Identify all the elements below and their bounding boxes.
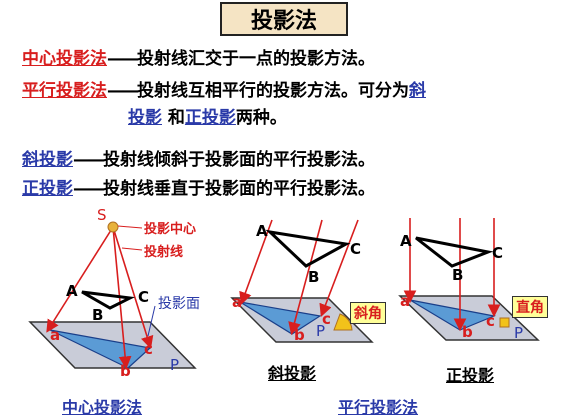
- label-P3: P: [514, 324, 524, 342]
- object-triangle-2: [265, 229, 351, 268]
- leader-ray: [121, 247, 143, 251]
- label-a3: a: [400, 292, 411, 310]
- dash: ——: [107, 49, 139, 69]
- ray-a-2: [239, 219, 273, 306]
- label-c1: c: [144, 340, 153, 358]
- def-parallel-cont: 投影 和正投影两种。: [128, 103, 287, 128]
- page-title: 投影法: [220, 2, 348, 36]
- ray-a-1: [46, 226, 114, 333]
- def-ortho: 正投影——投射线垂直于投影面的平行投影法。: [22, 174, 375, 199]
- label-b1: b: [120, 362, 131, 380]
- dash: ——: [107, 81, 139, 101]
- link-oblique-1[interactable]: 斜: [409, 81, 426, 101]
- label-c3: c: [486, 312, 495, 330]
- leader-center: [117, 225, 143, 229]
- label-B1: B: [92, 306, 104, 324]
- label-b3: b: [462, 323, 473, 341]
- dash: ——: [73, 179, 105, 199]
- and-text: 和: [162, 108, 185, 128]
- desc-oblique: 投射线倾斜于投影面的平行投影法。: [103, 150, 375, 170]
- projection-center-dot: [107, 221, 119, 233]
- caption-oblique: 斜投影: [268, 364, 317, 383]
- object-triangle-3: [415, 236, 494, 268]
- label-P2: P: [316, 322, 326, 340]
- fig-central: [28, 221, 197, 370]
- label-right-angle: 直角: [512, 296, 548, 318]
- caption-ortho: 正投影: [446, 366, 495, 385]
- label-B3: B: [452, 266, 464, 284]
- desc-parallel: 投射线互相平行的投影方法。可分为: [137, 81, 409, 101]
- label-plane: 投影面: [158, 296, 200, 312]
- def-parallel: 平行投影法——投射线互相平行的投影方法。可分为斜: [22, 76, 426, 101]
- term-central: 中心投影法: [22, 49, 107, 69]
- label-oblique-angle: 斜角: [350, 302, 386, 324]
- def-central: 中心投影法——投射线汇交于一点的投影方法。: [22, 44, 375, 69]
- caption-central: 中心投影法: [62, 398, 143, 417]
- label-A2: A: [256, 222, 268, 240]
- label-c2: c: [322, 310, 331, 328]
- label-b2: b: [294, 326, 305, 344]
- label-a2: a: [232, 293, 243, 311]
- desc-central: 投射线汇交于一点的投影方法。: [137, 49, 375, 69]
- term-ortho: 正投影: [22, 179, 73, 199]
- link-oblique-2[interactable]: 投影: [128, 108, 162, 128]
- link-ortho[interactable]: 正投影: [184, 108, 236, 128]
- label-A3: A: [400, 232, 412, 250]
- oblique-angle-mark: [333, 313, 353, 331]
- ray-c-1: [112, 226, 154, 350]
- term-parallel: 平行投影法: [22, 81, 107, 101]
- fig-ortho: [398, 218, 540, 341]
- object-triangle-1: [81, 290, 136, 310]
- label-A1: A: [66, 282, 78, 300]
- caption-parallel: 平行投影法: [338, 398, 419, 417]
- label-C1: C: [138, 288, 150, 306]
- projection-triangle-3: [409, 299, 497, 331]
- label-s: S: [97, 206, 107, 224]
- term-oblique: 斜投影: [22, 150, 73, 170]
- ray-c-2: [319, 219, 359, 317]
- tail-text: 两种。: [235, 108, 287, 128]
- label-B2: B: [308, 268, 320, 286]
- dash: ——: [73, 150, 105, 170]
- fig-oblique: [230, 219, 374, 343]
- label-C3: C: [492, 244, 504, 262]
- label-a1: a: [50, 326, 61, 344]
- desc-ortho: 投射线垂直于投影面的平行投影法。: [103, 179, 375, 199]
- label-ray: 投射线: [144, 245, 184, 260]
- right-angle-mark: [499, 317, 510, 328]
- def-oblique: 斜投影——投射线倾斜于投影面的平行投影法。: [22, 145, 375, 170]
- label-C2: C: [350, 240, 362, 258]
- label-P1: P: [170, 356, 180, 374]
- leader-plane: [147, 305, 156, 337]
- label-projection-center: 投影中心: [144, 222, 197, 237]
